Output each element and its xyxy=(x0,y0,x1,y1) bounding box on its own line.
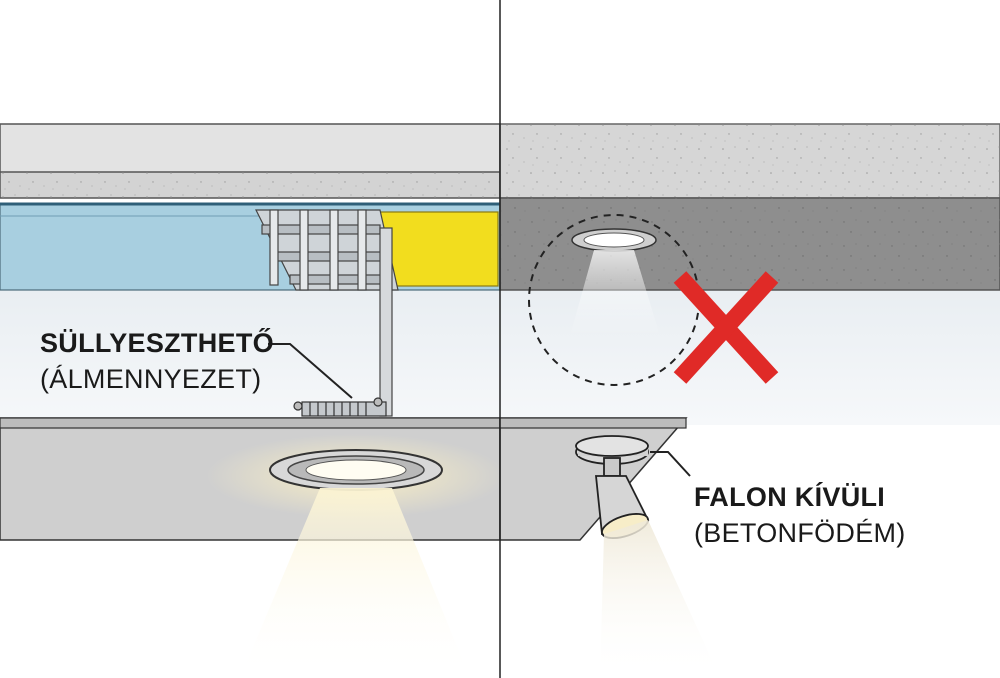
light-beam-left xyxy=(240,488,470,678)
recessed-label-subtitle: (ÁLMENNYEZET) xyxy=(40,364,262,394)
recessed-ceiling-section xyxy=(0,123,506,678)
ceiling-grid-frame xyxy=(255,209,399,291)
recessed-label-title: SÜLLYESZTHETŐ xyxy=(40,328,274,358)
cross-mark-icon xyxy=(673,271,779,384)
recessed-downlight-icon xyxy=(571,228,657,252)
suspension-bracket xyxy=(293,397,387,417)
light-beam-right xyxy=(600,520,720,678)
surface-label-title: FALON KÍVÜLI xyxy=(694,482,886,512)
surface-ceiling-section xyxy=(499,123,1000,678)
surface-label-subtitle: (BETONFÖDÉM) xyxy=(694,518,906,548)
recessed-downlight-icon xyxy=(269,449,443,491)
